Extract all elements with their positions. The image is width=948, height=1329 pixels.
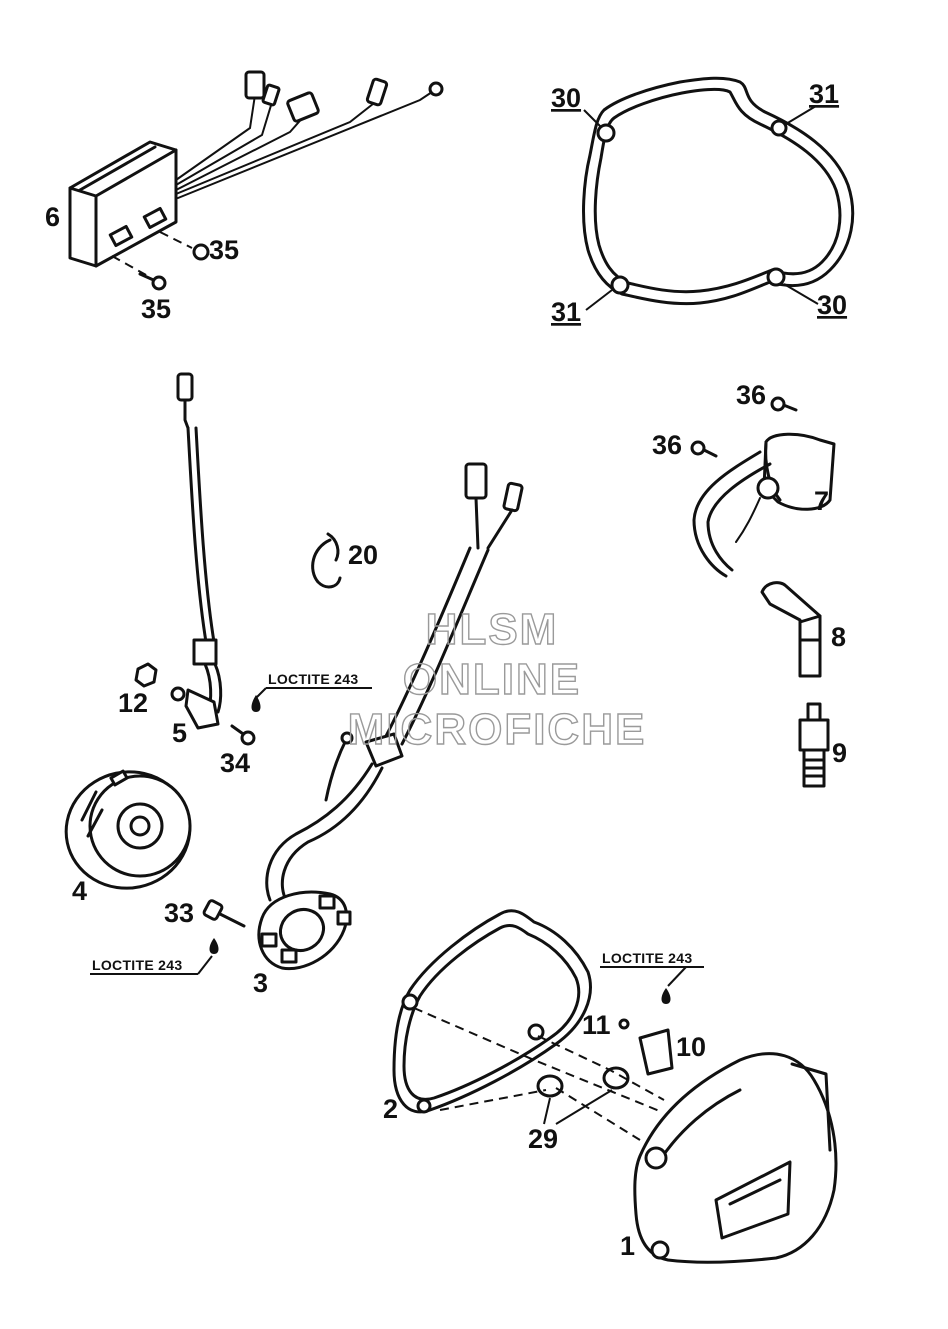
callout-10: 10 bbox=[676, 1032, 706, 1062]
callout-30-top: 30 bbox=[551, 83, 581, 113]
loctite-label-c: LOCTITE 243 bbox=[602, 950, 692, 966]
callout-35-bottom: 35 bbox=[141, 294, 171, 324]
callout-9: 9 bbox=[832, 738, 847, 768]
part-36-screw-b bbox=[690, 440, 718, 458]
callout-35-right: 35 bbox=[209, 235, 239, 265]
part-34-screw bbox=[230, 724, 256, 746]
part-4-flywheel bbox=[64, 769, 192, 890]
part-30-31-gasket bbox=[582, 76, 855, 306]
callout-31-top: 31 bbox=[809, 79, 839, 109]
callout-12: 12 bbox=[118, 688, 148, 718]
part-33-bolt bbox=[202, 899, 246, 928]
callout-34: 34 bbox=[220, 748, 250, 778]
callout-1: 1 bbox=[620, 1231, 635, 1261]
callout-30-bottom: 30 bbox=[817, 290, 847, 320]
callout-36-top: 36 bbox=[736, 380, 766, 410]
part-3-stator bbox=[257, 462, 524, 971]
callout-4: 4 bbox=[72, 876, 87, 906]
loctite-note-b: LOCTITE 243 bbox=[90, 955, 213, 975]
part-2-cover-gasket bbox=[392, 909, 592, 1114]
part-36-screw-a bbox=[770, 396, 798, 412]
loctite-note-a: LOCTITE 243 bbox=[255, 671, 372, 699]
callout-31-bottom: 31 bbox=[551, 297, 581, 327]
callout-2: 2 bbox=[383, 1094, 398, 1124]
callout-3: 3 bbox=[253, 968, 268, 998]
part-20-clip bbox=[311, 532, 342, 589]
callout-33: 33 bbox=[164, 898, 194, 928]
callout-36-left: 36 bbox=[652, 430, 682, 460]
callout-7: 7 bbox=[814, 486, 829, 516]
callout-11: 11 bbox=[582, 1010, 611, 1040]
callout-8: 8 bbox=[831, 622, 846, 652]
part-11-nut bbox=[618, 1018, 630, 1030]
watermark: HLSM ONLINE MICROFICHE bbox=[347, 604, 647, 754]
callout-6: 6 bbox=[45, 202, 60, 232]
part-10-bracket bbox=[638, 1028, 674, 1076]
part-12-nut bbox=[134, 662, 158, 688]
part-29-dowel-sleeves bbox=[536, 1066, 630, 1098]
watermark-line-1: HLSM bbox=[426, 605, 559, 654]
part-8-spark-plug-cap bbox=[760, 581, 822, 678]
part-9-spark-plug bbox=[798, 702, 830, 788]
part-35-screw-a bbox=[192, 243, 210, 261]
callout-29: 29 bbox=[528, 1124, 558, 1154]
callout-20: 20 bbox=[348, 540, 378, 570]
loctite-note-c: LOCTITE 243 bbox=[600, 950, 704, 987]
part-7-ignition-coil bbox=[692, 432, 836, 578]
callout-5: 5 bbox=[172, 718, 187, 748]
part-6-cdi-unit bbox=[68, 70, 444, 277]
part-1-ignition-cover bbox=[633, 1052, 838, 1264]
watermark-line-3: MICROFICHE bbox=[348, 705, 647, 754]
loctite-label-b: LOCTITE 243 bbox=[92, 957, 182, 973]
part-5-pulse-generator bbox=[170, 372, 223, 730]
part-35-screw-b bbox=[138, 272, 167, 291]
loctite-label-a: LOCTITE 243 bbox=[268, 671, 358, 687]
watermark-line-2: ONLINE bbox=[403, 655, 581, 704]
